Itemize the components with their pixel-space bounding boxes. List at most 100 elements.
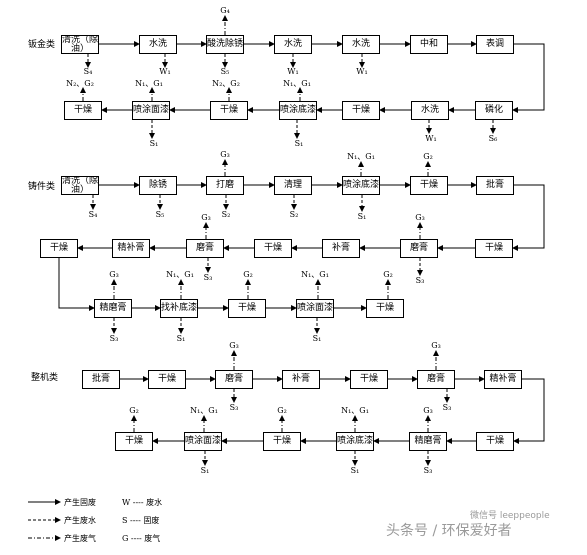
emission-label: N₁、G₁ (135, 79, 163, 88)
emission-label: S₁ (357, 212, 367, 221)
step-box: 干燥 (263, 432, 301, 451)
step-box: 干燥 (254, 239, 292, 258)
step-box: 干燥 (148, 370, 186, 389)
step-box: 水洗 (139, 35, 177, 54)
emission-label: S₅ (220, 67, 230, 76)
flow-arrow (512, 43, 545, 113)
emission-label: N₁、G₁ (190, 406, 218, 415)
emission-label: S₄ (83, 67, 93, 76)
step-box: 喷涂底漆 (342, 176, 380, 195)
step-box: 酸洗除锈 (206, 35, 244, 54)
legend-s-key: S ---- 固废 (122, 516, 160, 525)
emission-label: S₁ (312, 334, 322, 343)
emission-label: G₃ (415, 213, 425, 222)
step-box: 干燥 (350, 370, 388, 389)
emission-label: G₃ (229, 341, 239, 350)
emission-label: S₁ (149, 139, 159, 148)
section-label-machine: 整机类 (31, 373, 59, 383)
step-box: 磨膏 (400, 239, 438, 258)
emission-label: S₃ (423, 466, 433, 475)
emission-label: N₂、G₂ (66, 79, 94, 88)
emission-label: S₆ (488, 134, 498, 143)
step-box: 干燥 (366, 299, 404, 318)
emission-label: S₁ (176, 334, 186, 343)
emission-label: G₂ (243, 270, 253, 279)
step-box: 补膏 (282, 370, 320, 389)
step-box: 干燥 (64, 101, 102, 120)
step-box: 找补底漆 (160, 299, 198, 318)
step-box: 干燥 (210, 101, 248, 120)
step-box: 磷化 (475, 101, 513, 120)
emission-label: G₃ (201, 213, 211, 222)
step-box: 精磨膏 (409, 432, 447, 451)
emission-label: S₁ (350, 466, 360, 475)
emission-label: G₄ (220, 6, 230, 15)
step-box: 表调 (476, 35, 514, 54)
emission-label: N₁、G₁ (166, 270, 194, 279)
emission-label: S₃ (442, 403, 452, 412)
step-box: 喷涂面漆 (184, 432, 222, 451)
emission-label: S₂ (221, 210, 231, 219)
legend-dashdot-label: 产生废气 (64, 534, 96, 543)
emission-label: S₅ (155, 210, 165, 219)
emission-label: S₁ (294, 139, 304, 148)
emission-label: G₃ (423, 406, 433, 415)
watermark-sub: 微信号 leeppeople (470, 511, 550, 521)
legend-g-key: G ---- 废气 (122, 534, 161, 543)
emission-label: S₂ (289, 210, 299, 219)
step-box: 清洗（除油） (61, 35, 99, 54)
step-box: 补膏 (322, 239, 360, 258)
step-box: 干燥 (476, 432, 514, 451)
legend-solid-label: 产生固废 (64, 498, 96, 507)
section-label-sheet-metal: 钣金类 (28, 40, 56, 50)
step-box: 磨膏 (186, 239, 224, 258)
emission-label: S₃ (229, 403, 239, 412)
step-box: 干燥 (475, 239, 513, 258)
step-box: 精磨膏 (94, 299, 132, 318)
step-box: 打磨 (206, 176, 244, 195)
step-box: 除锈 (139, 176, 177, 195)
emission-label: W₁ (425, 134, 437, 143)
step-box: 喷涂底漆 (336, 432, 374, 451)
emission-label: G₂ (383, 270, 393, 279)
emission-label: G₂ (423, 152, 433, 161)
step-box: 干燥 (228, 299, 266, 318)
flow-arrow (58, 258, 95, 311)
step-box: 清理 (274, 176, 312, 195)
step-box: 水洗 (274, 35, 312, 54)
step-box: 水洗 (411, 101, 449, 120)
step-box: 磨膏 (417, 370, 455, 389)
step-box: 喷涂面漆 (296, 299, 334, 318)
watermark: 头条号 / 环保爱好者 (386, 523, 512, 539)
step-box: 精补膏 (484, 370, 522, 389)
emission-label: S₁ (200, 466, 210, 475)
step-box: 干燥 (410, 176, 448, 195)
emission-label: G₃ (220, 150, 230, 159)
step-box: 精补膏 (112, 239, 150, 258)
flow-arrow (512, 184, 545, 251)
emission-label: S₃ (109, 334, 119, 343)
step-box: 中和 (410, 35, 448, 54)
emission-label: S₃ (203, 273, 213, 282)
step-box: 喷涂面漆 (132, 101, 170, 120)
step-box: 批膏 (476, 176, 514, 195)
emission-label: N₁、G₁ (283, 79, 311, 88)
step-box: 水洗 (342, 35, 380, 54)
step-box: 批膏 (82, 370, 120, 389)
emission-label: W₁ (159, 67, 171, 76)
legend-w-key: W ---- 废水 (122, 498, 163, 507)
emission-label: S₄ (88, 210, 98, 219)
emission-label: N₂、G₂ (212, 79, 240, 88)
step-box: 清洗（除油） (61, 176, 99, 195)
emission-label: N₁、G₁ (301, 270, 329, 279)
flow-arrow (513, 378, 545, 444)
step-box: 喷涂底漆 (279, 101, 317, 120)
emission-label: S₃ (415, 276, 425, 285)
legend-dashed-label: 产生废水 (64, 516, 96, 525)
emission-label: G₂ (129, 406, 139, 415)
step-box: 干燥 (40, 239, 78, 258)
emission-label: W₁ (356, 67, 368, 76)
emission-label: G₂ (277, 406, 287, 415)
emission-label: N₁、G₁ (347, 152, 375, 161)
